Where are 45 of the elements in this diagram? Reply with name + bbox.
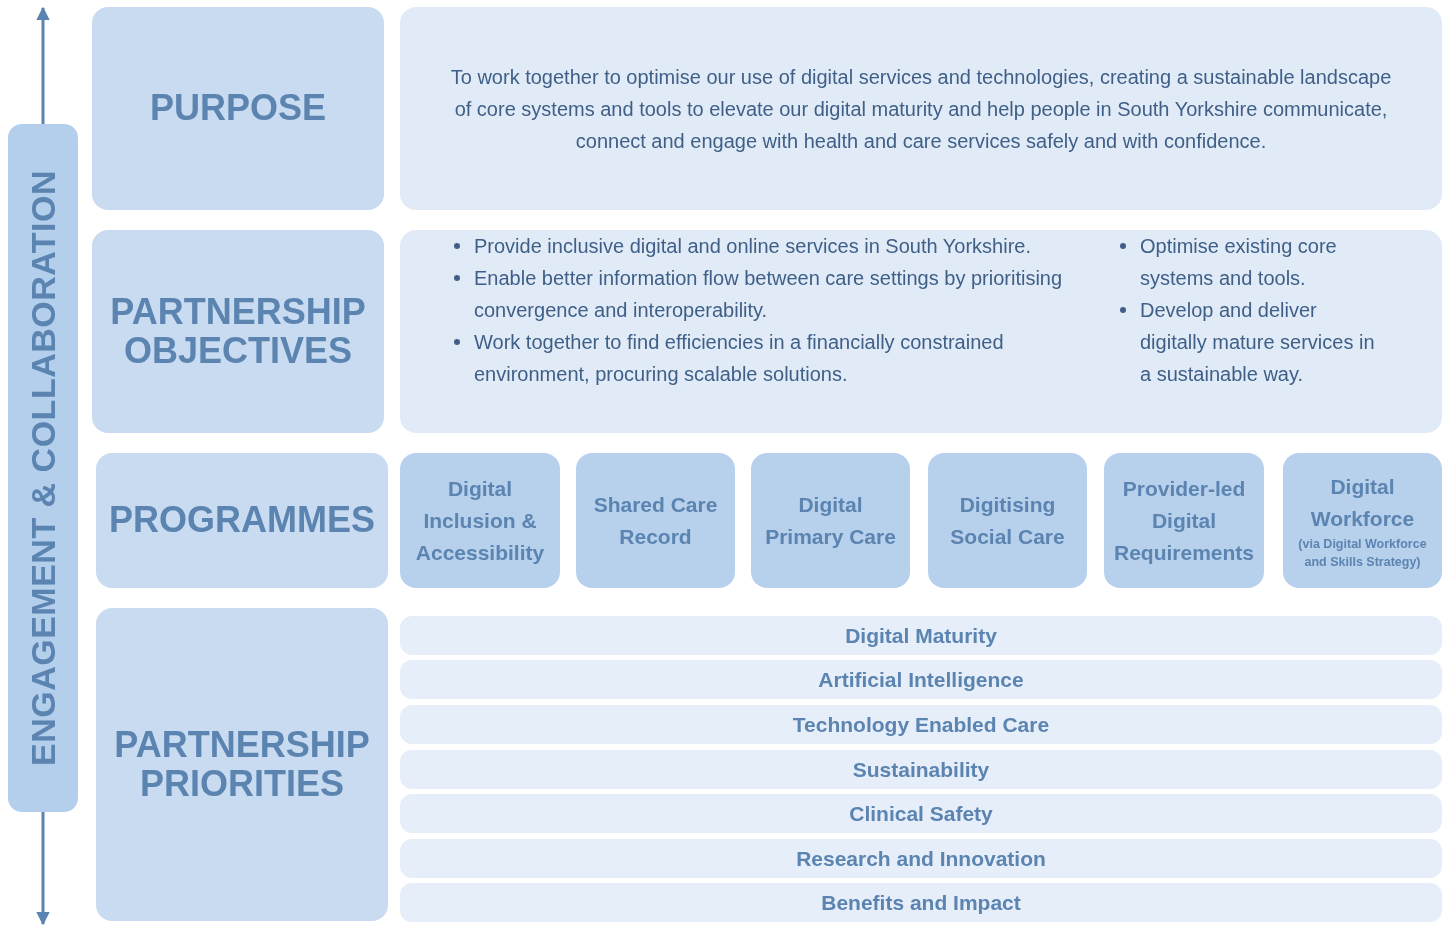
programme-label: Shared Care Record (592, 491, 719, 550)
priority-label: Research and Innovation (796, 846, 1046, 871)
section-heading: PARTNERSHIP PRIORITIES (113, 725, 371, 804)
priority-bar (400, 750, 1442, 789)
purpose-text: To work together to optimise our use of digital services and technologies, creating a sustainable landscape of core systems and tools to elevate our digital maturity and help people in South Yorkshire communicate, connect and engage with health and care services safely and with confidence. (449, 64, 1393, 154)
priority-bar (400, 616, 1442, 655)
priority-label: Digital Maturity (845, 623, 997, 648)
heading-box (92, 230, 384, 433)
programme-box (1104, 453, 1264, 588)
programme-note: (via Digital Workforce and Skills Strategy) (1297, 535, 1428, 571)
section-heading: PURPOSE (149, 89, 326, 128)
heading-box (96, 608, 388, 921)
objective-text: Develop and deliver digitally mature services in a sustainable way. (1140, 298, 1376, 387)
programme-box (576, 453, 735, 588)
text-panel (400, 7, 1442, 210)
objective-text: Provide inclusive digital and online services in South Yorkshire. (474, 234, 1031, 259)
priority-label: Artificial Intelligence (818, 667, 1024, 692)
priority-bar (400, 660, 1442, 699)
priority-bar (400, 839, 1442, 878)
programme-label: Provider-led Digital Requirements (1112, 475, 1255, 566)
priority-bar (400, 794, 1442, 833)
section-heading: PROGRAMMES (109, 501, 375, 540)
programme-box (1283, 453, 1442, 588)
programme-label: Digital Primary Care (764, 491, 897, 550)
heading-box (96, 453, 388, 588)
section-heading: PARTNERSHIP OBJECTIVES (109, 292, 367, 371)
heading-box (92, 7, 384, 210)
priority-label: Clinical Safety (849, 801, 993, 826)
objective-text: Work together to find efficiencies in a financially constrained environment, procuring scalable solutions. (474, 330, 1005, 387)
band-label: ENGAGEMENT & COLLABORATION (23, 170, 63, 766)
programme-label: Digital Inclusion & Accessibility (414, 475, 546, 566)
priority-label: Technology Enabled Care (792, 712, 1050, 737)
priority-bar (400, 705, 1442, 744)
programme-label: Digital Workforce (1309, 473, 1416, 532)
priority-bar (400, 883, 1442, 922)
side-band (8, 124, 78, 812)
programme-box (751, 453, 910, 588)
programme-box (928, 453, 1087, 588)
text-panel (400, 230, 1442, 433)
objective-text: Optimise existing core systems and tools. (1140, 234, 1338, 291)
priority-label: Benefits and Impact (821, 890, 1021, 915)
priority-label: Sustainability (852, 757, 990, 782)
programme-label: Digitising Social Care (949, 491, 1066, 550)
objective-text: Enable better information flow between care settings by prioritising convergence and interoperability. (474, 266, 1064, 323)
programme-box (400, 453, 560, 588)
